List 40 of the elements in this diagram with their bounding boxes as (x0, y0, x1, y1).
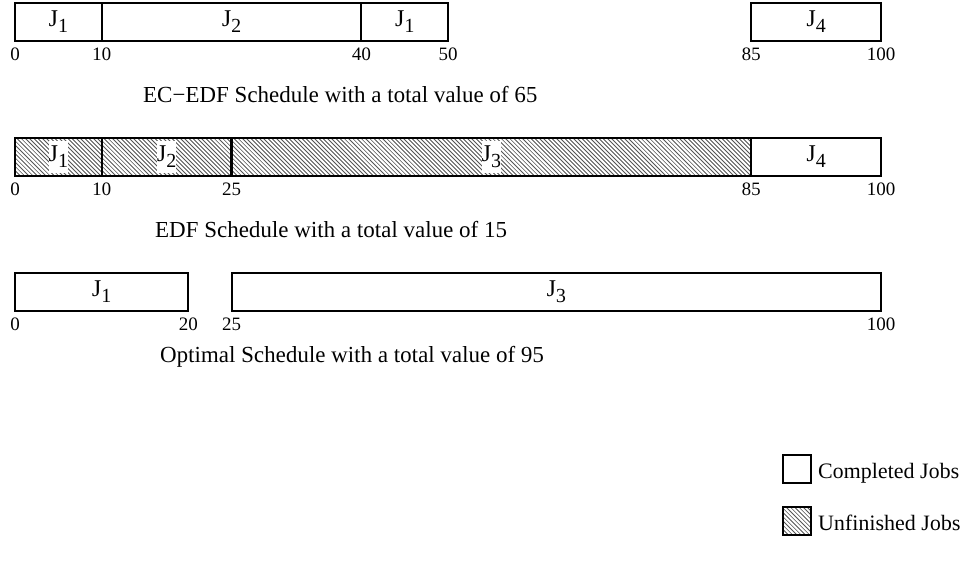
unfinished-job-bar (14, 137, 103, 177)
job-label: J$_{1}$ (48, 6, 68, 38)
completed-job-bar (14, 272, 190, 312)
unfinished-job-bar (230, 137, 752, 177)
time-tick-label: 100 (866, 179, 896, 201)
time-tick-label: 0 (10, 314, 20, 336)
time-tick-label: 40 (352, 44, 371, 66)
completed-job-bar (230, 272, 882, 312)
time-tick-label: 10 (92, 44, 112, 66)
job-label: J$_{4}$ (806, 6, 826, 38)
time-tick-label: 50 (438, 44, 458, 66)
time-tick-label: 0 (10, 44, 20, 66)
completed-job-bar (750, 137, 882, 177)
job-label: J$_{1}$ (92, 276, 112, 308)
job-label: J$_{2}$ (222, 6, 242, 38)
schedule-caption: EDF Schedule with a total value of 15 (155, 217, 507, 243)
job-label: J$_{4}$ (806, 141, 826, 173)
completed-job-bar (100, 2, 362, 42)
time-tick-label: 100 (866, 314, 896, 336)
time-tick-label: 20 (178, 314, 198, 336)
job-label: J$_{1}$ (48, 141, 68, 173)
time-tick-label: 10 (92, 179, 112, 201)
unfinished-job-bar (100, 137, 232, 177)
job-label: J$_{3}$ (482, 141, 501, 173)
time-tick-label: 100 (866, 44, 896, 66)
completed-job-bar (750, 2, 882, 42)
time-tick-label: 0 (10, 179, 20, 201)
time-tick-label: 25 (222, 179, 241, 201)
completed-job-bar (14, 2, 103, 42)
completed-job-bar (360, 2, 449, 42)
time-tick-label: 85 (742, 179, 761, 201)
legend-label: Completed Jobs (818, 458, 960, 484)
time-tick-label: 85 (742, 44, 761, 66)
time-tick-label: 25 (222, 314, 241, 336)
job-label: J$_{3}$ (546, 276, 566, 308)
legend-label: Unfinished Jobs (818, 510, 960, 536)
schedule-caption: Optimal Schedule with a total value of 95 (160, 342, 544, 368)
schedule-caption: EC−EDF Schedule with a total value of 65 (143, 82, 538, 108)
job-label: J$_{1}$ (395, 6, 414, 38)
job-label: J$_{2}$ (156, 141, 176, 173)
